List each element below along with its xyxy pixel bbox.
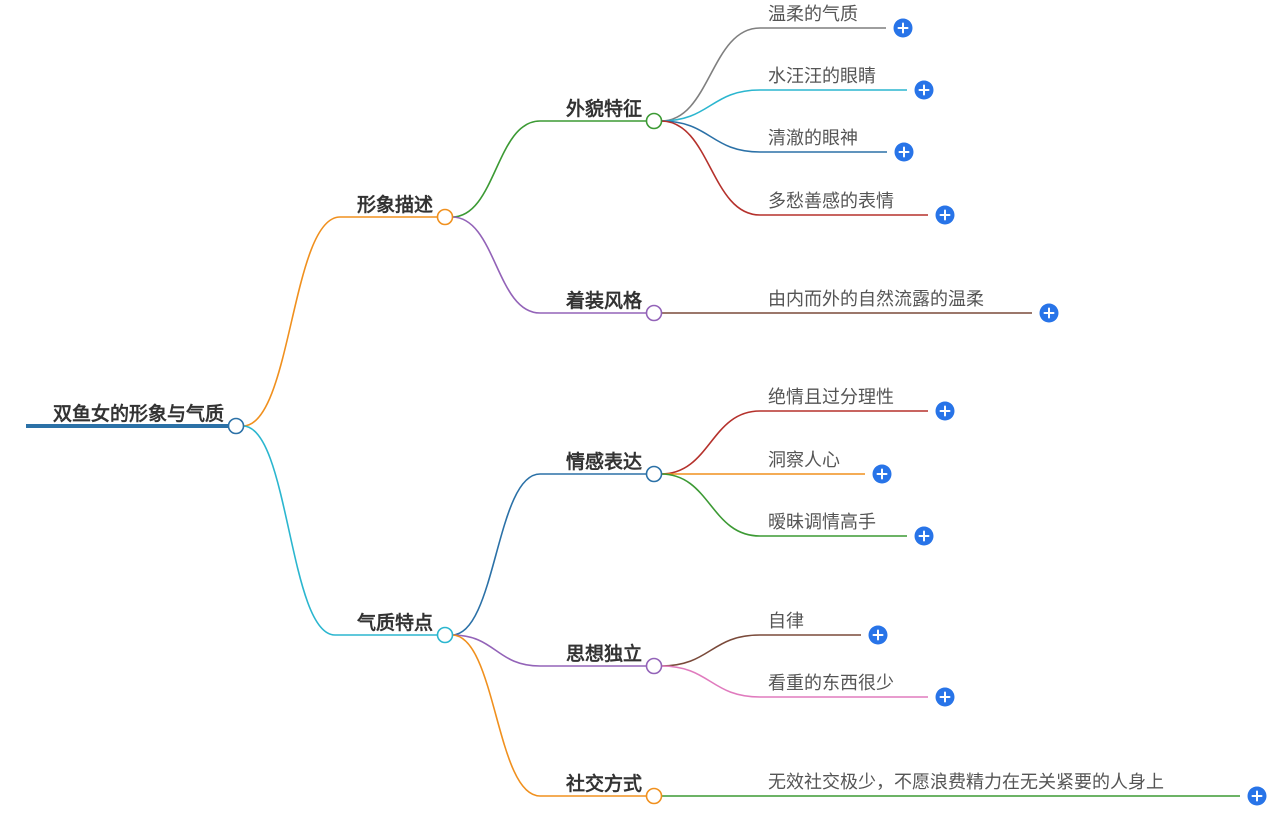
sub-branch-label: 情感表达 bbox=[566, 450, 642, 473]
sub-branch-label: 着装风格 bbox=[566, 289, 643, 312]
branch-node[interactable] bbox=[436, 208, 454, 226]
leaf-label: 清澈的眼神 bbox=[768, 128, 858, 149]
branch-node[interactable] bbox=[436, 626, 454, 644]
plus-sign bbox=[872, 629, 884, 641]
sub-branch-node[interactable] bbox=[645, 112, 663, 130]
expand-button[interactable] bbox=[1039, 303, 1059, 323]
plus-sign bbox=[939, 405, 951, 417]
sub-branch-node[interactable] bbox=[645, 657, 663, 675]
expand-button[interactable] bbox=[914, 80, 934, 100]
leaf-label: 看重的东西很少 bbox=[768, 673, 894, 694]
sub-branch-node[interactable] bbox=[645, 787, 663, 805]
leaf-curve bbox=[660, 120, 761, 153]
sub-branch-curve bbox=[451, 634, 541, 667]
leaf-curve bbox=[660, 665, 761, 698]
leaf-curve bbox=[660, 89, 761, 122]
sub-branch-curve bbox=[451, 120, 541, 218]
expand-button[interactable] bbox=[868, 625, 888, 645]
sub-branch-label: 思想独立 bbox=[566, 642, 642, 665]
leaf-label: 自律 bbox=[768, 611, 804, 632]
leaf-label: 多愁善感的表情 bbox=[768, 191, 894, 212]
sub-branch-curve bbox=[451, 634, 541, 797]
expand-button[interactable] bbox=[893, 18, 913, 38]
leaf-curve bbox=[660, 120, 761, 216]
leaf-label: 水汪汪的眼睛 bbox=[768, 66, 876, 87]
expand-button[interactable] bbox=[1247, 786, 1267, 806]
plus-sign bbox=[876, 468, 888, 480]
plus-sign bbox=[897, 22, 909, 34]
sub-branch-label: 社交方式 bbox=[565, 772, 642, 795]
leaf-label: 温柔的气质 bbox=[768, 4, 858, 25]
leaf-curve bbox=[660, 27, 761, 122]
branch-curve bbox=[242, 216, 341, 427]
expand-button[interactable] bbox=[894, 142, 914, 162]
leaf-label: 由内而外的自然流露的温柔 bbox=[768, 289, 984, 310]
sub-branch-node[interactable] bbox=[645, 465, 663, 483]
leaf-label: 洞察人心 bbox=[768, 450, 840, 471]
plus-sign bbox=[1251, 790, 1263, 802]
leaf-curve bbox=[660, 410, 761, 475]
sub-branch-label: 外貌特征 bbox=[566, 97, 642, 120]
expand-button[interactable] bbox=[935, 205, 955, 225]
plus-sign bbox=[918, 530, 930, 542]
plus-sign bbox=[939, 691, 951, 703]
plus-sign bbox=[1043, 307, 1055, 319]
plus-sign bbox=[939, 209, 951, 221]
root-node[interactable] bbox=[227, 417, 245, 435]
leaf-label: 无效社交极少，不愿浪费精力在无关紧要的人身上 bbox=[768, 772, 1164, 793]
leaf-label: 绝情且过分理性 bbox=[768, 387, 894, 408]
leaf-curve bbox=[660, 473, 761, 537]
sub-branch-curve bbox=[451, 216, 541, 314]
leaf-label: 暧昧调情高手 bbox=[768, 512, 876, 533]
sub-branch-node[interactable] bbox=[645, 304, 663, 322]
leaf-curve bbox=[660, 634, 761, 667]
plus-sign bbox=[918, 84, 930, 96]
branch-label: 形象描述 bbox=[357, 193, 433, 216]
sub-branch-curve bbox=[451, 473, 541, 636]
expand-button[interactable] bbox=[935, 401, 955, 421]
expand-button[interactable] bbox=[872, 464, 892, 484]
branch-curve bbox=[242, 425, 336, 636]
expand-button[interactable] bbox=[935, 687, 955, 707]
root-label: 双鱼女的形象与气质 bbox=[53, 402, 224, 425]
branch-label: 气质特点 bbox=[356, 611, 433, 634]
expand-button[interactable] bbox=[914, 526, 934, 546]
plus-sign bbox=[898, 146, 910, 158]
